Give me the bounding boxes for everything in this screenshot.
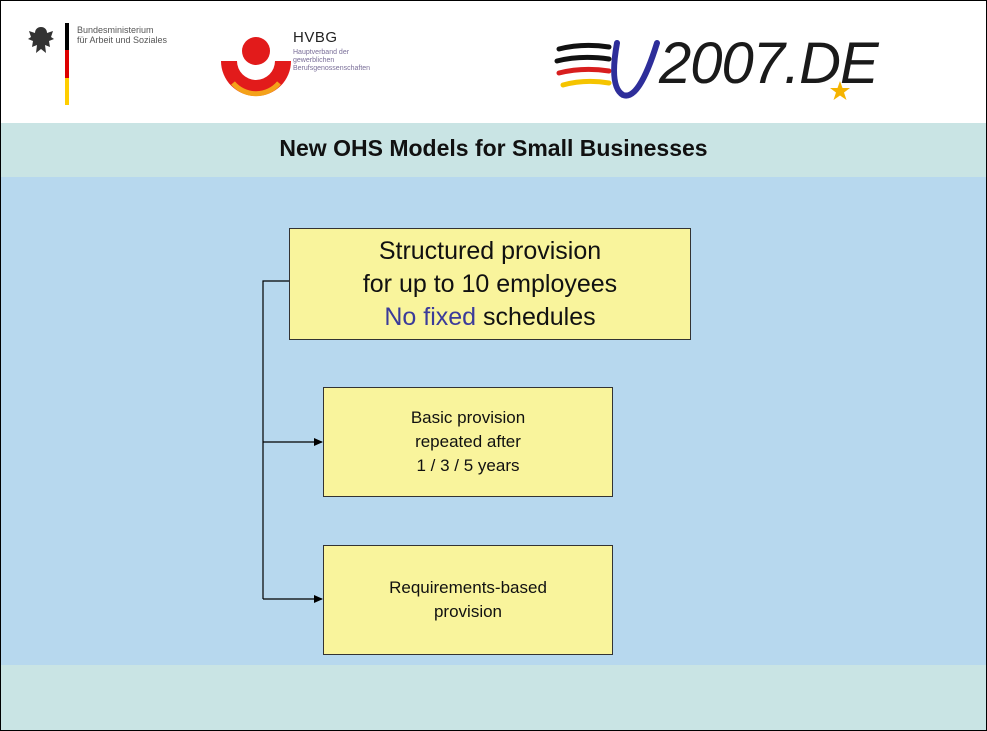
ministry-name-line2: für Arbeit und Soziales	[77, 35, 168, 45]
basic-box-line2: repeated after	[415, 432, 521, 451]
ministry-name-line1: Bundesministerium	[77, 25, 154, 35]
main-box-line3-rest: schedules	[476, 302, 596, 331]
basic-box-line3: 1 / 3 / 5 years	[416, 456, 520, 475]
main-box-highlight: No fixed	[384, 302, 477, 331]
req-box-line1: Requirements-based	[389, 578, 547, 597]
eu-year-text: 2007.DE	[659, 31, 879, 96]
basic-box-line1: Basic provision	[410, 408, 526, 427]
basic-provision-box: Basic provision repeated after 1 / 3 / 5…	[323, 387, 613, 497]
star-icon	[830, 81, 850, 100]
header: Bundesministerium für Arbeit und Soziale…	[1, 1, 986, 123]
eagle-icon	[28, 27, 54, 53]
slide-title: New OHS Models for Small Businesses	[279, 135, 708, 161]
hvbg-title: HVBG	[293, 29, 338, 46]
ministry-logo: Bundesministerium für Arbeit und Soziale…	[25, 23, 215, 105]
hvbg-emblem-icon	[221, 37, 291, 97]
footer-band	[1, 665, 986, 730]
hvbg-subtitle-1: Hauptverband der	[293, 49, 350, 56]
main-box-line2: for up to 10 employees	[362, 269, 618, 298]
hvbg-logo: HVBG Hauptverband der gewerblichen Beruf…	[213, 21, 433, 113]
eu-swoosh-icon	[554, 40, 660, 99]
german-flag-stripe	[65, 23, 69, 105]
connector-trunk	[262, 280, 289, 599]
req-box-line2: provision	[433, 602, 503, 621]
structured-provision-box: Structured provision for up to 10 employ…	[289, 228, 691, 340]
hvbg-subtitle-3: Berufsgenossenschaften	[293, 65, 371, 72]
hvbg-subtitle-2: gewerblichen	[293, 57, 335, 64]
title-band: New OHS Models for Small Businesses	[1, 123, 986, 177]
requirements-provision-box: Requirements-based provision	[323, 545, 613, 655]
eu-presidency-logo: 2007.DE	[553, 29, 963, 105]
main-box-line3: No fixed schedules	[384, 301, 595, 334]
main-box-line1: Structured provision	[378, 236, 602, 265]
